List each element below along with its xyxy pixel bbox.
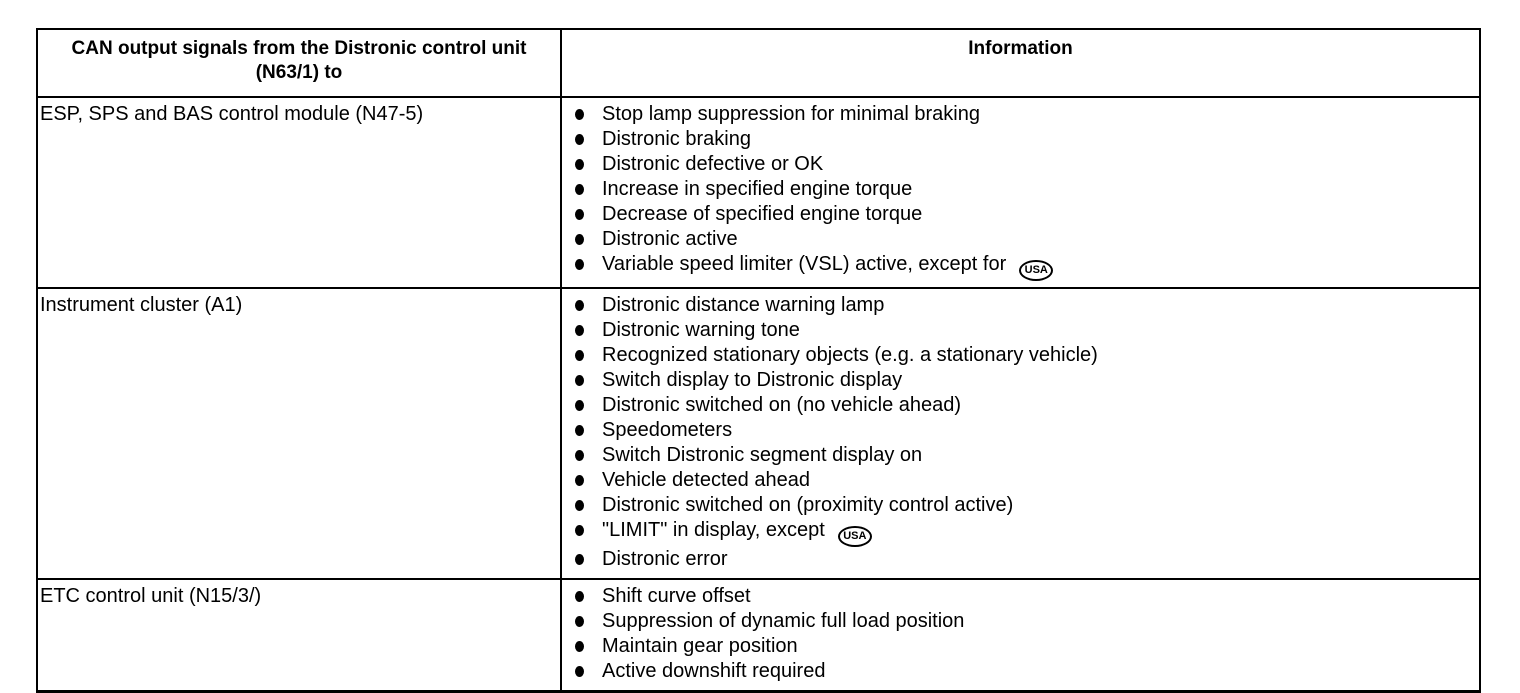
signal-text: Distronic braking	[602, 128, 751, 150]
signal-text: Recognized stationary objects (e.g. a st…	[602, 344, 1098, 366]
table-row: ETC control unit (N15/3/)Shift curve off…	[36, 578, 1481, 693]
bullet-icon	[575, 259, 584, 270]
signal-item: Increase in specified engine torque	[562, 177, 1473, 202]
bullet-icon	[575, 525, 584, 536]
information-cell: Stop lamp suppression for minimal brakin…	[560, 96, 1481, 289]
signal-item: Distronic warning tone	[562, 318, 1473, 343]
header-row: CAN output signals from the Distronic co…	[36, 28, 1481, 98]
signal-text: Distronic switched on (no vehicle ahead)	[602, 394, 962, 416]
signal-item: Maintain gear position	[562, 634, 1473, 659]
signal-item: Switch Distronic segment display on	[562, 443, 1473, 468]
table-row: Instrument cluster (A1)Distronic distanc…	[36, 287, 1481, 580]
signal-item: Recognized stationary objects (e.g. a st…	[562, 343, 1473, 368]
signal-text: Distronic defective or OK	[602, 153, 824, 175]
bullet-icon	[575, 425, 584, 436]
can-output-signals-table: CAN output signals from the Distronic co…	[36, 28, 1481, 693]
usa-badge-icon: USA	[1019, 260, 1054, 281]
table-body: ESP, SPS and BAS control module (N47-5) S…	[36, 96, 1481, 693]
column-header-source: CAN output signals from the Distronic co…	[36, 28, 562, 98]
signal-text: Vehicle detected ahead	[602, 469, 810, 491]
bullet-icon	[575, 500, 584, 511]
signal-item: Switch display to Distronic display	[562, 368, 1473, 393]
signal-text: Increase in specified engine torque	[602, 178, 913, 200]
target-module-cell: ETC control unit (N15/3/)	[36, 578, 562, 693]
bullet-icon	[575, 554, 584, 565]
usa-badge-icon: USA	[837, 526, 872, 547]
signal-text: "LIMIT" in display, except	[602, 519, 825, 541]
signal-text: Decrease of specified engine torque	[602, 203, 923, 225]
target-module-cell: ESP, SPS and BAS control module (N47-5)	[36, 96, 562, 289]
signal-text: Switch Distronic segment display on	[602, 444, 923, 466]
bullet-icon	[575, 325, 584, 336]
signal-list: Stop lamp suppression for minimal brakin…	[562, 102, 1473, 281]
signal-item: Variable speed limiter (VSL) active, exc…	[562, 252, 1473, 281]
signal-item: Vehicle detected ahead	[562, 468, 1473, 493]
signal-text: Maintain gear position	[602, 635, 798, 657]
signal-item: Speedometers	[562, 418, 1473, 443]
signal-item: Suppression of dynamic full load positio…	[562, 609, 1473, 634]
bullet-icon	[575, 375, 584, 386]
bullet-icon	[575, 616, 584, 627]
signal-text: Speedometers	[602, 419, 733, 441]
bullet-icon	[575, 234, 584, 245]
signal-item: Distronic error	[562, 547, 1473, 572]
signal-item: Shift curve offset	[562, 584, 1473, 609]
signal-text: Distronic error	[602, 548, 728, 570]
table-row: ESP, SPS and BAS control module (N47-5) S…	[36, 96, 1481, 289]
signal-item: Distronic switched on (no vehicle ahead)	[562, 393, 1473, 418]
bullet-icon	[575, 641, 584, 652]
bullet-icon	[575, 350, 584, 361]
signal-text: Shift curve offset	[602, 585, 751, 607]
signal-text: Distronic active	[602, 228, 738, 250]
table-header: CAN output signals from the Distronic co…	[36, 28, 1481, 98]
signal-text: Switch display to Distronic display	[602, 369, 903, 391]
signal-item: Distronic distance warning lamp	[562, 293, 1473, 318]
signal-text: Variable speed limiter (VSL) active, exc…	[602, 253, 1007, 275]
signal-item: Distronic defective or OK	[562, 152, 1473, 177]
target-module-cell: Instrument cluster (A1)	[36, 287, 562, 580]
column-header-information: Information	[560, 28, 1481, 98]
bullet-icon	[575, 109, 584, 120]
bullet-icon	[575, 184, 584, 195]
signal-item: Active downshift required	[562, 659, 1473, 684]
bullet-icon	[575, 159, 584, 170]
signal-item: Stop lamp suppression for minimal brakin…	[562, 102, 1473, 127]
signal-text: Distronic distance warning lamp	[602, 294, 885, 316]
bullet-icon	[575, 209, 584, 220]
signal-text: Active downshift required	[602, 660, 826, 682]
signal-item: "LIMIT" in display, except USA	[562, 518, 1473, 547]
signal-text: Stop lamp suppression for minimal brakin…	[602, 103, 980, 125]
bullet-icon	[575, 591, 584, 602]
bullet-icon	[575, 475, 584, 486]
signal-item: Distronic braking	[562, 127, 1473, 152]
bullet-icon	[575, 666, 584, 677]
signal-text: Distronic switched on (proximity control…	[602, 494, 1014, 516]
bullet-icon	[575, 300, 584, 311]
signal-item: Decrease of specified engine torque	[562, 202, 1473, 227]
bullet-icon	[575, 400, 584, 411]
bullet-icon	[575, 134, 584, 145]
signal-item: Distronic switched on (proximity control…	[562, 493, 1473, 518]
bullet-icon	[575, 450, 584, 461]
signal-text: Distronic warning tone	[602, 319, 800, 341]
signal-item: Distronic active	[562, 227, 1473, 252]
signal-text: Suppression of dynamic full load positio…	[602, 610, 965, 632]
